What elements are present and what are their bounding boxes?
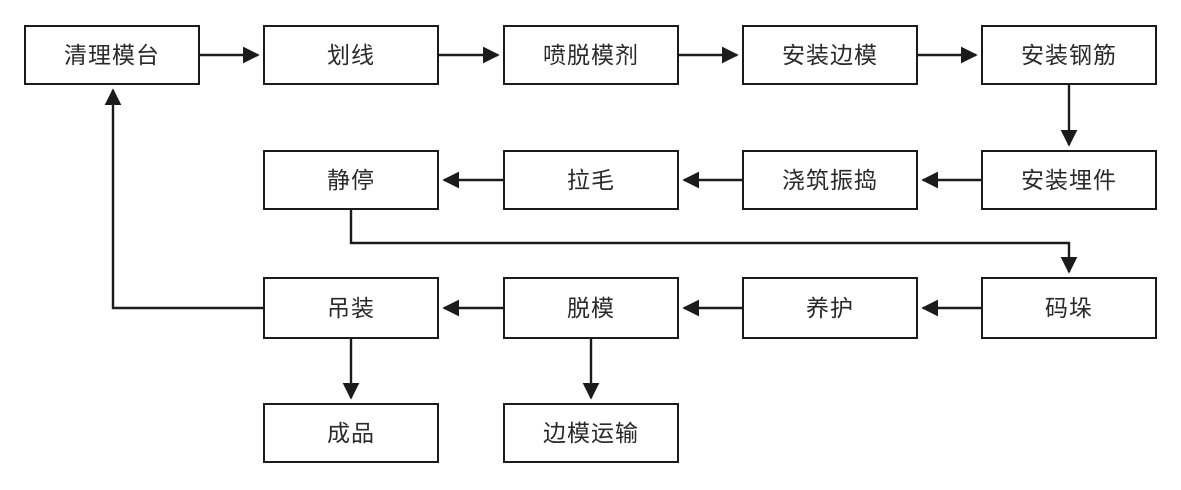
node-label: 安装埋件 [1021,166,1117,193]
edge-diaozhuang-qinglimotai [104,88,263,310]
node-label: 浇筑振捣 [782,166,878,193]
node-jingting[interactable]: 静停 [263,150,439,210]
node-maduo[interactable]: 码垛 [981,277,1157,339]
node-jiaozhuzhendao[interactable]: 浇筑振捣 [742,150,918,210]
node-qinglimotai[interactable]: 清理模台 [24,25,200,85]
node-label: 成品 [327,419,375,446]
node-huaxian[interactable]: 划线 [263,25,439,85]
node-lamao[interactable]: 拉毛 [503,150,679,210]
node-label: 边模运输 [543,419,639,446]
node-label: 码垛 [1045,294,1093,321]
node-tuomo[interactable]: 脱模 [503,277,679,339]
node-label: 清理模台 [64,41,160,68]
node-anzhuanggangjin[interactable]: 安装钢筋 [981,25,1157,85]
node-bianmoyunshu[interactable]: 边模运输 [503,403,679,463]
node-label: 静停 [327,166,375,193]
node-label: 安装边模 [782,41,878,68]
node-yanghu[interactable]: 养护 [742,277,918,339]
node-anzhuangbianmo[interactable]: 安装边模 [742,25,918,85]
node-chengpin[interactable]: 成品 [263,403,439,463]
edge-jingting-maduo [349,210,1078,274]
node-label: 吊装 [327,294,375,321]
node-label: 拉毛 [567,166,615,193]
node-pentuomoji[interactable]: 喷脱模剂 [503,25,679,85]
node-label: 脱模 [567,294,615,321]
node-label: 安装钢筋 [1021,41,1117,68]
node-anzhuangmaijian[interactable]: 安装埋件 [981,150,1157,210]
node-label: 养护 [806,294,854,321]
node-label: 喷脱模剂 [543,41,639,68]
node-diaozhuang[interactable]: 吊装 [263,277,439,339]
node-label: 划线 [327,41,375,68]
